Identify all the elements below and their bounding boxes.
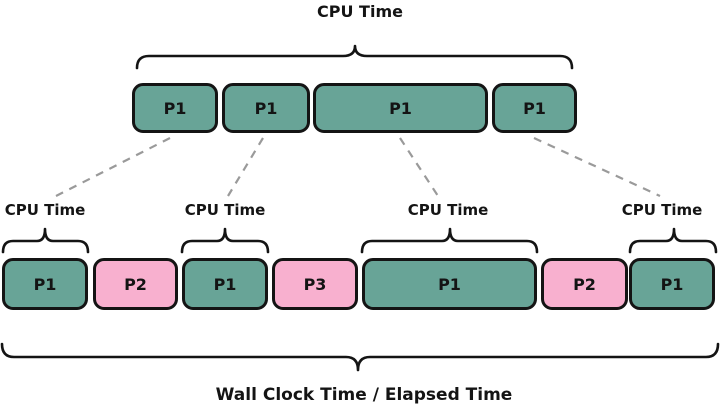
bottom-process-box-4: P3: [272, 258, 358, 310]
cpu-brace-1: [1, 227, 90, 254]
bottom-process-box-2: P2: [93, 258, 178, 310]
top-process-box-2: P1: [222, 83, 310, 133]
bottom-process-box-5: P1: [362, 258, 537, 310]
cpu-brace-3: [360, 227, 539, 254]
wall-clock-brace: [0, 342, 720, 372]
cpu-brace-4: [628, 227, 718, 254]
connector-line-1: [55, 137, 171, 197]
top-process-box-4: P1: [492, 83, 577, 133]
bottom-process-box-6: P2: [541, 258, 628, 310]
cpu-time-label-3: CPU Time: [407, 201, 489, 219]
cpu-time-label-1: CPU Time: [4, 201, 86, 219]
cpu-time-label-2: CPU Time: [184, 201, 266, 219]
connector-line-2: [227, 137, 264, 197]
wall-clock-time-label: Wall Clock Time / Elapsed Time: [215, 385, 513, 405]
bottom-process-box-3: P1: [182, 258, 268, 310]
bottom-process-box-7: P1: [629, 258, 715, 310]
top-process-box-1: P1: [132, 83, 218, 133]
bottom-process-box-1: P1: [2, 258, 88, 310]
cpu-time-label-4: CPU Time: [621, 201, 703, 219]
top-cpu-time-label: CPU Time: [317, 2, 403, 21]
top-process-box-3: P1: [313, 83, 488, 133]
cpu-brace-2: [180, 227, 270, 254]
connector-line-3: [399, 137, 439, 197]
top-cpu-time-brace: [135, 44, 574, 70]
connector-line-4: [533, 137, 661, 197]
